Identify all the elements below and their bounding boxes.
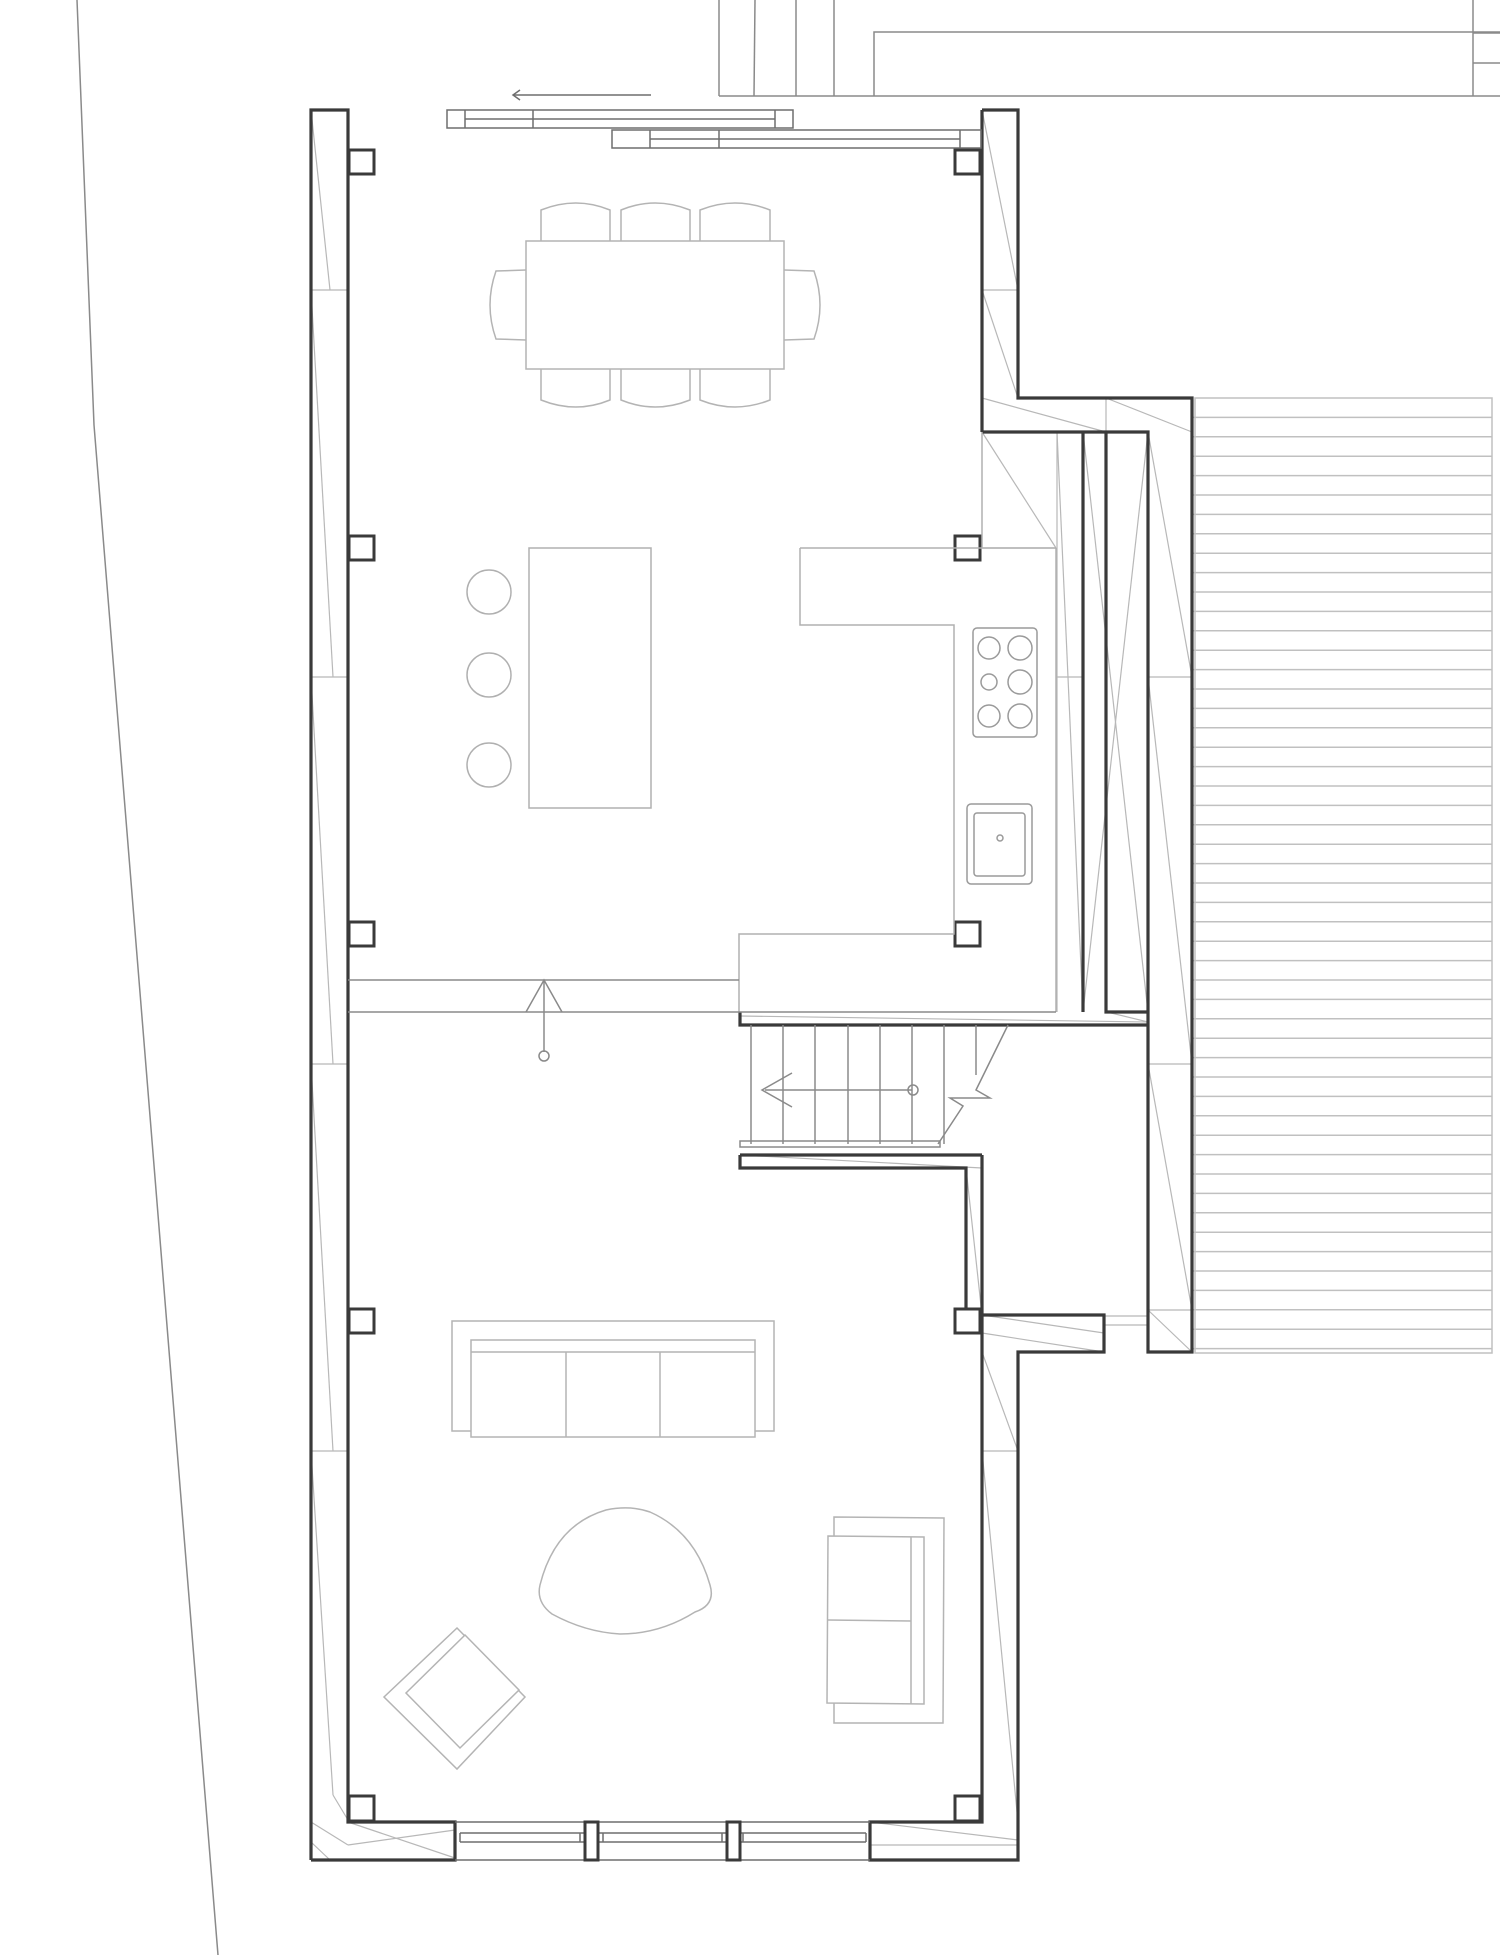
level-marker	[538, 1050, 550, 1062]
sink	[966, 803, 1033, 885]
bar-stool	[466, 569, 512, 615]
break-line	[937, 1024, 1009, 1145]
burner	[977, 704, 1001, 728]
sliding-door-top	[446, 89, 982, 149]
burner	[1007, 669, 1033, 695]
burner	[1007, 635, 1033, 661]
burner	[980, 673, 998, 691]
drain	[996, 834, 1004, 842]
stove	[972, 627, 1038, 738]
burner	[1007, 703, 1033, 729]
chair	[699, 369, 771, 408]
deck	[1192, 397, 1493, 1354]
kitchen-counters	[466, 432, 1057, 1012]
sofa	[451, 1320, 775, 1438]
level-arrow	[525, 978, 563, 1013]
side-sofa	[826, 1516, 945, 1724]
stair-start	[907, 1084, 919, 1096]
deck-boards	[1192, 416, 1492, 1350]
site-context	[76, 0, 1500, 1955]
dining-table	[525, 240, 785, 370]
bar-stool	[466, 742, 512, 788]
east-wall-lower	[868, 1155, 1106, 1862]
boundary-line	[76, 0, 219, 1955]
bar-stool	[466, 652, 512, 698]
chair	[489, 269, 527, 341]
chair	[620, 202, 691, 241]
armchair	[382, 1626, 527, 1771]
window-bottom	[455, 1821, 870, 1861]
chair	[540, 202, 611, 241]
dining-set	[489, 202, 821, 408]
stair-arrow	[760, 1072, 793, 1108]
kitchen-island	[528, 547, 652, 809]
staircase	[739, 1024, 1009, 1148]
burner	[977, 636, 1001, 660]
chair	[699, 202, 771, 241]
section-divider	[348, 978, 1056, 1062]
columns	[347, 148, 982, 1823]
coffee-table	[538, 1507, 713, 1635]
chair	[783, 269, 821, 341]
chair	[620, 369, 691, 408]
east-wall-upper	[982, 108, 1194, 1354]
chair	[540, 369, 611, 408]
window-mullions	[583, 1820, 742, 1862]
